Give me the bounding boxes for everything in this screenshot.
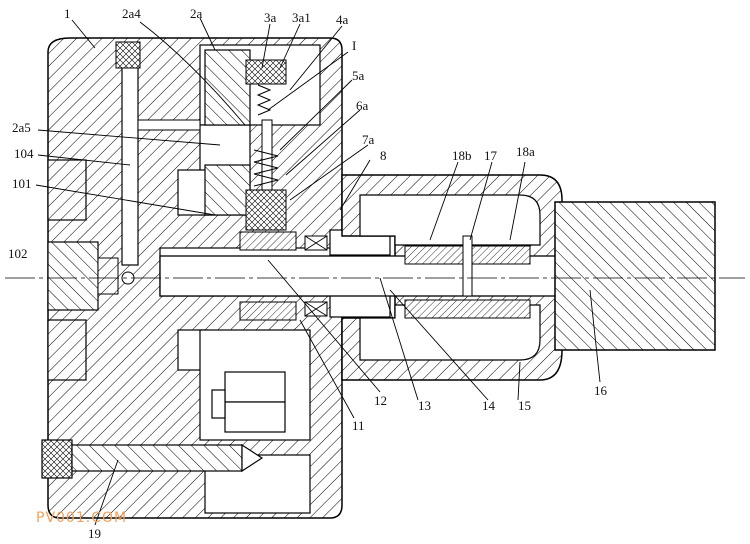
label-6a: 6a (356, 98, 369, 113)
label-18a: 18a (516, 144, 535, 159)
label-101: 101 (12, 176, 32, 191)
housing-15 (359, 194, 541, 246)
label-5a: 5a (352, 68, 365, 83)
label-19: 19 (88, 526, 101, 541)
valve-assembly-2a (204, 49, 287, 231)
label-I: I (352, 38, 356, 53)
label-17: 17 (484, 148, 498, 163)
label-7a: 7a (362, 132, 375, 147)
part-labels: 1 2a4 2a 3a 3a1 4a I 5a 6a 7a 2a5 104 10… (8, 6, 608, 541)
label-11: 11 (352, 418, 365, 433)
label-2a4: 2a4 (122, 6, 141, 21)
passage-104 (115, 41, 201, 285)
port-102 (47, 241, 99, 311)
label-2a5: 2a5 (12, 120, 31, 135)
label-3a1: 3a1 (292, 10, 311, 25)
lower-blocks (211, 371, 286, 433)
label-3a: 3a (264, 10, 277, 25)
label-4a: 4a (336, 12, 349, 27)
bolt-19 (41, 439, 264, 479)
block-16 (554, 201, 716, 351)
label-16: 16 (594, 383, 608, 398)
watermark: PV001.COM (36, 510, 127, 526)
label-12: 12 (374, 393, 387, 408)
label-2a: 2a (190, 6, 203, 21)
label-104: 104 (14, 146, 34, 161)
label-14: 14 (482, 398, 496, 413)
label-13: 13 (418, 398, 431, 413)
magnet-set (404, 235, 531, 319)
shaft-bearings (239, 231, 328, 321)
label-15: 15 (518, 398, 531, 413)
label-8: 8 (380, 148, 387, 163)
label-18b: 18b (452, 148, 472, 163)
label-1: 1 (64, 6, 71, 21)
leader-lines (35, 17, 601, 526)
label-102: 102 (8, 246, 28, 261)
